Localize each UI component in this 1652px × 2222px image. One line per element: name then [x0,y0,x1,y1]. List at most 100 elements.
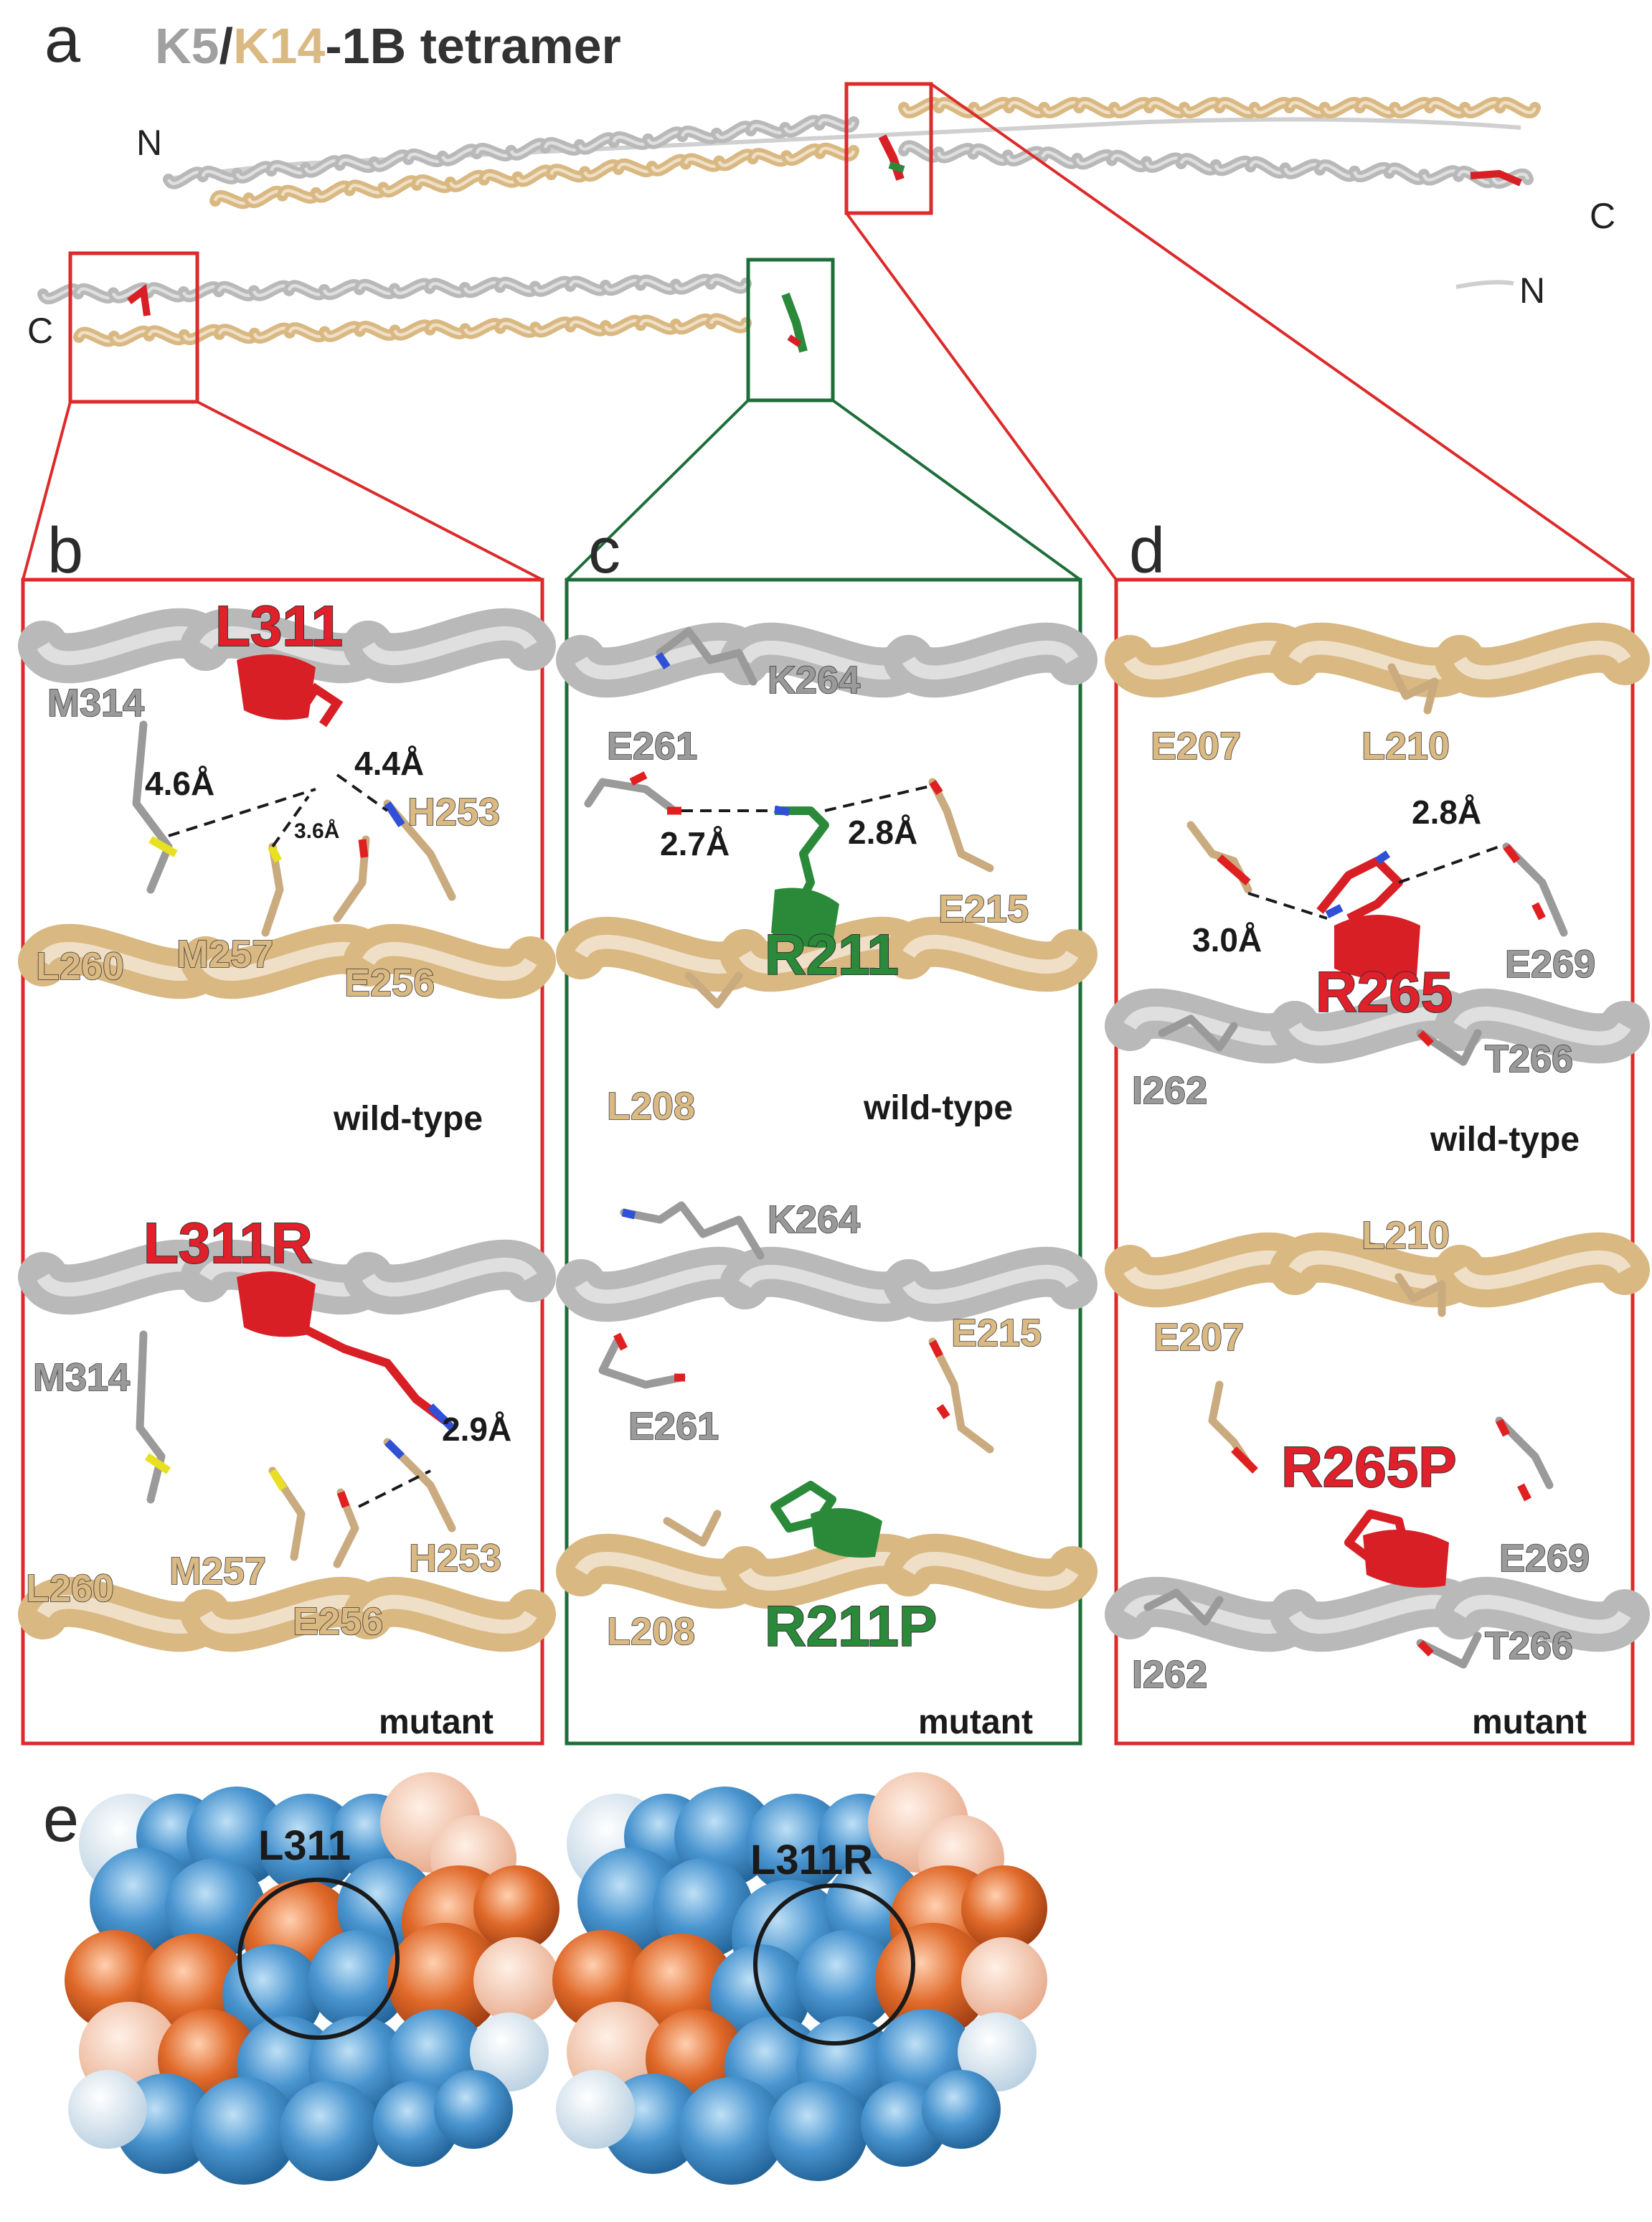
surface-label-mut: L311R [750,1837,873,1883]
panel-b: b L311 M314 H253 L260 M257 E256 4.6Å [18,515,556,1746]
zoom-box-d [844,82,933,215]
panel-c-wildtype: K264 E261 E215 L208 R211 2.7Å 2.8Å wild-… [556,622,1098,1129]
panel-b-mutant: L311R M314 L260 M257 E256 H253 2.9Å muta… [18,1210,556,1741]
dimer-2-n-label: N [1519,270,1545,311]
residue-e207: E207 [1153,1316,1244,1359]
state-label: mutant [379,1703,494,1741]
dimer-2-k5-helix [37,273,752,305]
residue-l208: L208 [607,1610,695,1653]
helix-highlight [1453,640,1631,680]
surface-patch [68,2070,147,2149]
dimer-2: C N [27,270,1545,353]
surface-patch [556,2070,635,2149]
residue-l210: L210 [1361,1214,1450,1257]
residue-l210: L210 [1361,725,1450,768]
panel-c-mutant: K264 E215 E261 L208 R211P mutant [556,1197,1098,1741]
helix-highlight [1498,100,1537,115]
residue-l260: L260 [36,945,124,988]
helix-highlight [902,1551,1079,1591]
panel-c-letter: c [588,515,620,587]
residue-e261: E261 [607,725,697,768]
panel-d-wildtype: E207 L210 E269 I262 T266 R265 2.8Å 3.0Å … [1105,622,1650,1159]
residue-m314: M314 [47,682,144,725]
helix-highlight [1453,1250,1631,1290]
k14-ribbon [18,1576,556,1652]
panel-c: c K264 E261 E215 L208 R211 2.7Å 2.8Å [556,515,1098,1746]
l311r-ribbon-segment [237,1271,316,1337]
mutation-label: R265P [1281,1435,1457,1499]
surface-patch [961,1937,1047,2023]
state-label: mutant [1472,1703,1587,1741]
distance-1: 2.9Å [442,1411,511,1448]
panel-d-frame [1114,578,1635,1746]
helix-highlight [902,934,1079,974]
panel-b-letter: b [47,515,83,587]
residue-k264: K264 [768,1198,860,1241]
dimer-2-c-label: C [27,311,53,351]
surface-label-wt: L311 [258,1822,351,1869]
l311-site-marker [1470,169,1522,187]
residue-h253: H253 [407,791,500,834]
panel-d: d E207 L210 E269 I262 T266 R [1105,515,1650,1746]
surface-patch [165,1858,265,1959]
residue-t266: T266 [1485,1624,1573,1667]
surface-patch [434,2070,513,2149]
l311r-circle [753,1883,915,2046]
panel-d-mutant: L210 E207 E269 I262 T266 R265P mutant [1105,1213,1650,1741]
residue-h253: H253 [409,1537,501,1580]
residue-e215: E215 [938,888,1029,931]
k14-ribbon [18,923,556,999]
dimer-1-k14-helix [209,142,859,210]
helix-highlight [362,941,537,981]
dimer-1-k14-helix-c [898,97,1541,118]
residue-e207: E207 [1151,725,1241,768]
helix-highlight [902,1264,1079,1304]
residue-m314: M314 [33,1356,130,1399]
title-k5: K5 [155,18,219,74]
panel-b-frame [21,578,544,1746]
residue-e261: E261 [628,1405,719,1448]
residue-m257: M257 [169,1550,266,1593]
surface-patch [746,1794,846,1894]
residue-e269: E269 [1499,1537,1590,1580]
dimer-1-c-label: C [1590,196,1615,236]
dimer-1-k5-helix [163,114,859,189]
k14-ribbon [556,916,1098,992]
residue-i262: I262 [1132,1653,1207,1696]
residue-i262: I262 [1132,1069,1207,1112]
mutation-label: L311 [215,594,343,658]
residue-l208: L208 [607,1085,695,1128]
dimer-1-k5-helix-c [898,140,1534,189]
panel-d-letter: d [1129,515,1165,587]
title-k14: K14 [233,18,325,74]
residue-e269: E269 [1505,943,1595,986]
state-label: wild-type [1430,1121,1580,1159]
distance-2: 3.0Å [1192,921,1262,959]
helix-highlight [362,626,537,666]
residue-e256: E256 [293,1600,383,1643]
surface-patch [875,1923,990,2038]
residue-l260: L260 [26,1567,114,1610]
surface-patch [473,1865,560,1952]
panel-a: a K5/K14-1B tetramer N C C N [22,4,1634,581]
surface-patch [961,1865,1047,1952]
r265-site-marker [878,134,905,181]
dimer-2-k14-helix [73,313,752,347]
k14-ribbon [556,1533,1098,1609]
surface-patch [653,1858,753,1959]
surface-patch [258,1794,359,1894]
state-label: mutant [918,1703,1033,1741]
surface-patch [280,2081,380,2181]
residue-m257: M257 [176,933,273,976]
panel-c-frame [565,578,1082,1746]
panel-a-letter: a [44,4,81,76]
title-rest: -1B tetramer [325,18,620,74]
state-label: wild-type [863,1089,1013,1127]
surface-patch [470,2012,549,2091]
helix-highlight [709,317,748,329]
surface-mutant [552,1772,1047,2185]
helix-highlight [709,278,748,290]
residue-t266: T266 [1485,1037,1573,1081]
panel-a-title: K5/K14-1B tetramer [155,18,621,74]
dimer-1-n-label: N [136,123,162,163]
